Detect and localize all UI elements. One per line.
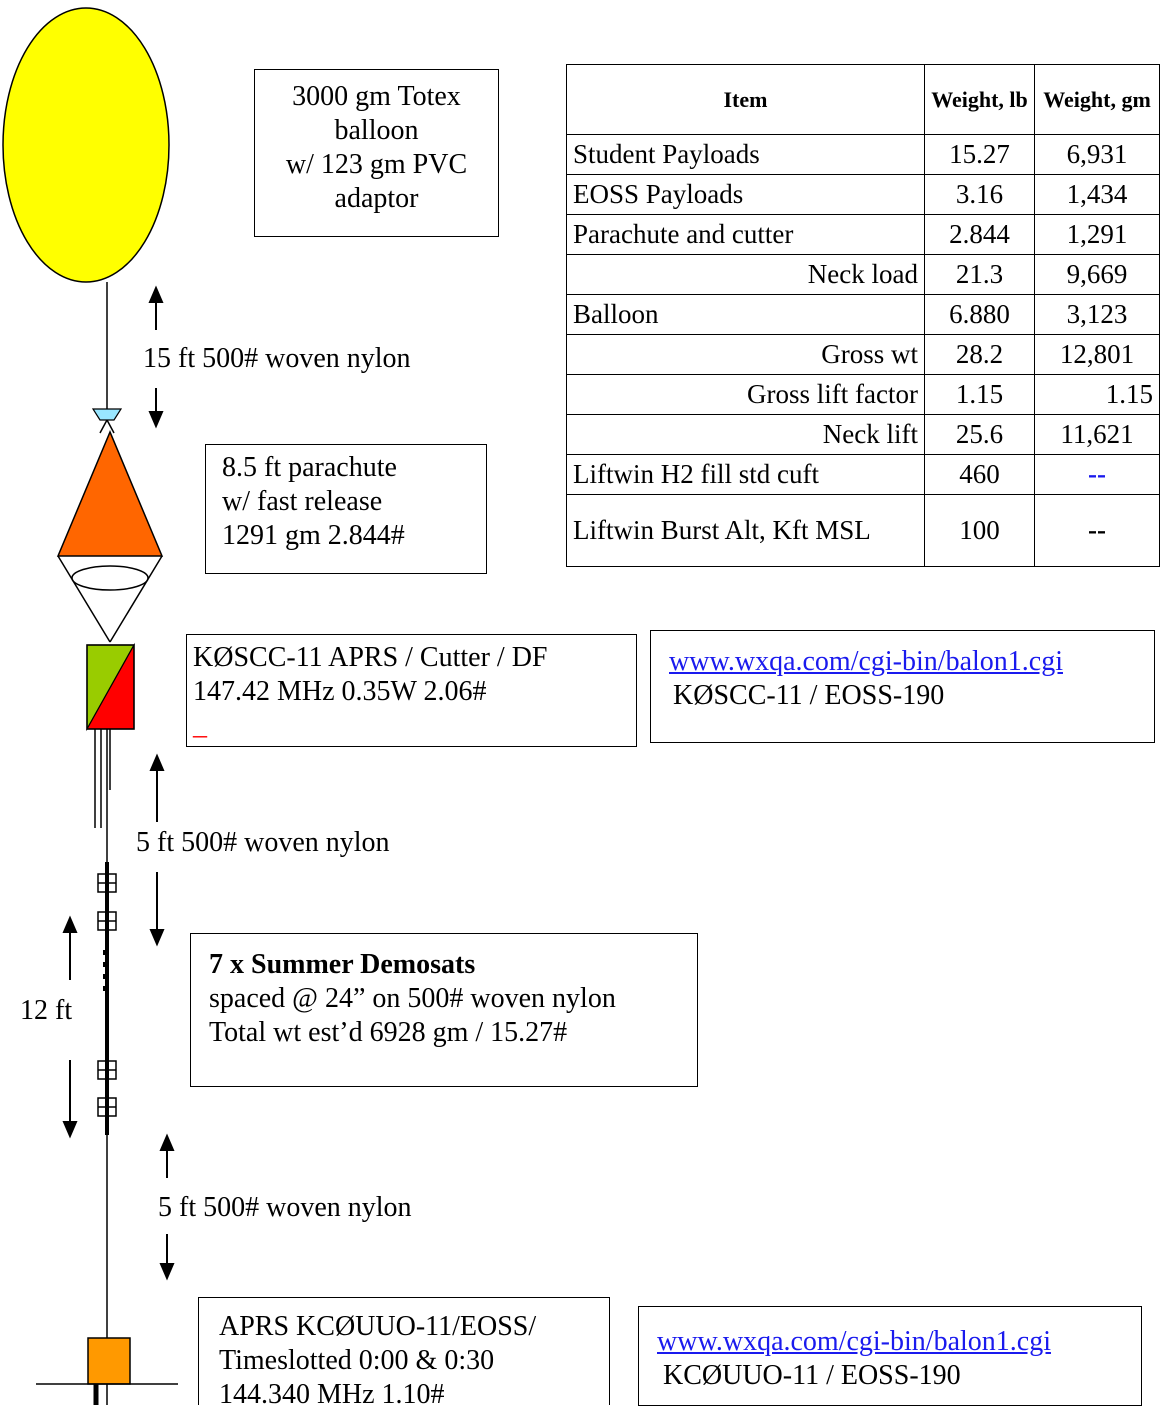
col-header-lb: Weight, lb: [924, 64, 1035, 135]
aprs-cutter-line: _: [193, 710, 207, 741]
parachute-label-line: 1291 gm 2.844#: [222, 520, 405, 551]
tracking-link-box-2: www.wxqa.com/cgi-bin/balon1.cgi KCØUUO-1…: [638, 1306, 1142, 1406]
cell-gm: 6,931: [1034, 134, 1160, 175]
table-row: Gross wt 28.2 12,801: [566, 334, 1160, 375]
cell-item: Student Payloads: [566, 134, 925, 175]
cell-item: Parachute and cutter: [566, 214, 925, 255]
parachute-label-line: w/ fast release: [222, 486, 383, 517]
table-row: Neck lift 25.6 11,621: [566, 414, 1160, 455]
aprs-tracker-line: APRS KCØUUO-11/EOSS/: [219, 1311, 537, 1342]
balloon-label-line: balloon: [334, 115, 419, 146]
cell-gm: --: [1034, 454, 1160, 495]
balloon-label-box: 3000 gm Totex balloon w/ 123 gm PVC adap…: [254, 69, 499, 237]
cell-item: EOSS Payloads: [566, 174, 925, 215]
balloon-label-line: adaptor: [334, 183, 419, 214]
cell-item: Liftwin Burst Alt, Kft MSL: [566, 494, 925, 567]
cell-lb: 100: [924, 494, 1035, 567]
cell-lb: 25.6: [924, 414, 1035, 455]
tether-label-5ft-lower: 5 ft 500# woven nylon: [158, 1192, 412, 1223]
balloon-shape: [2, 7, 170, 283]
aprs-cutter-line: 147.42 MHz 0.35W 2.06#: [193, 676, 487, 707]
cell-lb: 460: [924, 454, 1035, 495]
swivel-adaptor: [91, 408, 123, 421]
demosat-total-weight: Total wt est’d 6928 gm / 15.27#: [209, 1017, 568, 1048]
parachute-shape: [56, 430, 164, 557]
cell-lb: 6.880: [924, 294, 1035, 335]
table-row: Liftwin Burst Alt, Kft MSL 100 --: [566, 494, 1160, 567]
cell-gm: 1,434: [1034, 174, 1160, 215]
cell-gm: --: [1034, 494, 1160, 567]
parachute-skirt: [71, 565, 149, 591]
demosat-spacing: spaced @ 24” on 500# woven nylon: [209, 983, 616, 1014]
span-label-12ft: 12 ft: [20, 995, 73, 1026]
weight-table: Item Weight, lb Weight, gm Student Paylo…: [566, 64, 1160, 567]
table-row: Liftwin H2 fill std cuft 460 --: [566, 454, 1160, 495]
table-row: EOSS Payloads 3.16 1,434: [566, 174, 1160, 215]
tether-label-15ft: 15 ft 500# woven nylon: [143, 343, 411, 374]
col-header-item: Item: [566, 64, 925, 135]
parachute-label-box: 8.5 ft parachute w/ fast release 1291 gm…: [205, 444, 487, 574]
cell-gm: 3,123: [1034, 294, 1160, 335]
cell-gm: 12,801: [1034, 334, 1160, 375]
table-header-row: Item Weight, lb Weight, gm: [566, 64, 1160, 135]
cell-item: Neck load: [566, 254, 925, 295]
tracking-callsign-2: KCØUUO-11 / EOSS-190: [663, 1360, 961, 1391]
col-header-gm: Weight, gm: [1034, 64, 1160, 135]
table-row: Gross lift factor 1.15 1.15: [566, 374, 1160, 415]
table-row: Neck load 21.3 9,669: [566, 254, 1160, 295]
cell-lb: 3.16: [924, 174, 1035, 215]
table-row: Student Payloads 15.27 6,931: [566, 134, 1160, 175]
cell-lb: 21.3: [924, 254, 1035, 295]
table-row: Parachute and cutter 2.844 1,291: [566, 214, 1160, 255]
cell-item: Balloon: [566, 294, 925, 335]
aprs-tracker-label-box: APRS KCØUUO-11/EOSS/ Timeslotted 0:00 & …: [198, 1297, 610, 1410]
balloon-label-line: w/ 123 gm PVC: [285, 149, 468, 180]
aprs-tracker-box: [87, 1337, 131, 1385]
cell-item: Neck lift: [566, 414, 925, 455]
cell-item: Gross lift factor: [566, 374, 925, 415]
cell-item: Liftwin H2 fill std cuft: [566, 454, 925, 495]
demosat-label-box: 7 x Summer Demosats spaced @ 24” on 500#…: [190, 933, 698, 1087]
cell-gm: 1.15: [1034, 374, 1160, 415]
tether-label-5ft-upper: 5 ft 500# woven nylon: [136, 827, 390, 858]
cell-lb: 2.844: [924, 214, 1035, 255]
tracking-url-link-1[interactable]: www.wxqa.com/cgi-bin/balon1.cgi: [669, 646, 1063, 677]
balloon-label-line: 3000 gm Totex: [292, 81, 461, 112]
table-row: Balloon 6.880 3,123: [566, 294, 1160, 335]
cell-gm: 9,669: [1034, 254, 1160, 295]
tracking-callsign-1: KØSCC-11 / EOSS-190: [673, 680, 945, 711]
cell-lb: 28.2: [924, 334, 1035, 375]
tracking-link-box-1: www.wxqa.com/cgi-bin/balon1.cgi KØSCC-11…: [650, 630, 1155, 743]
demosat-title: 7 x Summer Demosats: [209, 949, 476, 980]
cell-gm: 1,291: [1034, 214, 1160, 255]
tracking-url-link-2[interactable]: www.wxqa.com/cgi-bin/balon1.cgi: [657, 1326, 1051, 1357]
cell-lb: 1.15: [924, 374, 1035, 415]
cell-gm: 11,621: [1034, 414, 1160, 455]
aprs-cutter-label-box: KØSCC-11 APRS / Cutter / DF 147.42 MHz 0…: [186, 634, 637, 747]
cell-item: Gross wt: [566, 334, 925, 375]
aprs-tracker-line: 144.340 MHz 1.10#: [219, 1379, 445, 1410]
aprs-cutter-line: KØSCC-11 APRS / Cutter / DF: [193, 642, 548, 673]
cell-lb: 15.27: [924, 134, 1035, 175]
parachute-label-line: 8.5 ft parachute: [222, 452, 397, 483]
aprs-tracker-line: Timeslotted 0:00 & 0:30: [219, 1345, 495, 1376]
